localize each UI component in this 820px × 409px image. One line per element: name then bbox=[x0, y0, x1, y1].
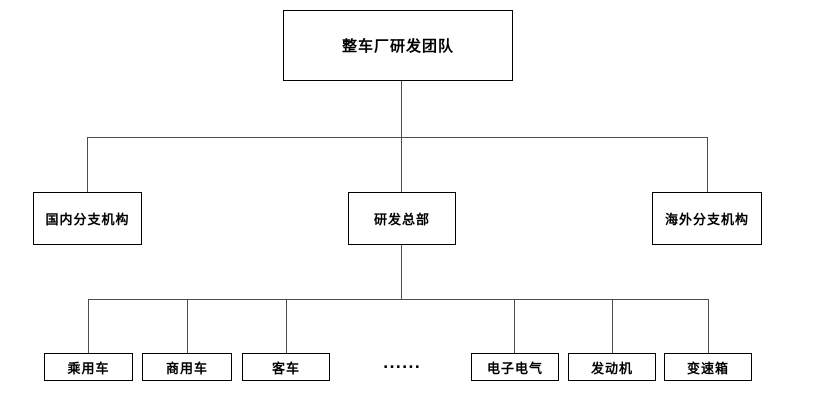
connector-drop-passenger-car bbox=[88, 299, 89, 353]
connector-drop-engine bbox=[612, 299, 613, 353]
ellipsis-more-departments: ...... bbox=[383, 356, 421, 372]
connector-drop-bus bbox=[286, 299, 287, 353]
node-overseas-branch: 海外分支机构 bbox=[652, 192, 762, 245]
node-engine: 发动机 bbox=[568, 353, 656, 381]
connector-drop-overseas-branch bbox=[707, 137, 708, 192]
node-electronics-electrical: 电子电气 bbox=[471, 353, 559, 381]
connector-drop-transmission bbox=[708, 299, 709, 353]
node-passenger-car: 乘用车 bbox=[44, 353, 133, 381]
connector-root-spine bbox=[401, 81, 402, 192]
connector-drop-domestic-branch bbox=[87, 137, 88, 192]
node-oem-rnd-team: 整车厂研发团队 bbox=[283, 10, 513, 81]
connector-drop-commercial-vehicle bbox=[187, 299, 188, 353]
connector-hq-spine bbox=[401, 245, 402, 299]
connector-drop-electronics bbox=[514, 299, 515, 353]
node-bus: 客车 bbox=[242, 353, 330, 381]
connector-level2-rail bbox=[87, 137, 707, 138]
node-transmission: 变速箱 bbox=[664, 353, 752, 381]
node-commercial-vehicle: 商用车 bbox=[142, 353, 232, 381]
node-rnd-headquarters: 研发总部 bbox=[348, 192, 456, 245]
connector-level3-rail bbox=[88, 299, 708, 300]
node-domestic-branch: 国内分支机构 bbox=[33, 192, 142, 245]
